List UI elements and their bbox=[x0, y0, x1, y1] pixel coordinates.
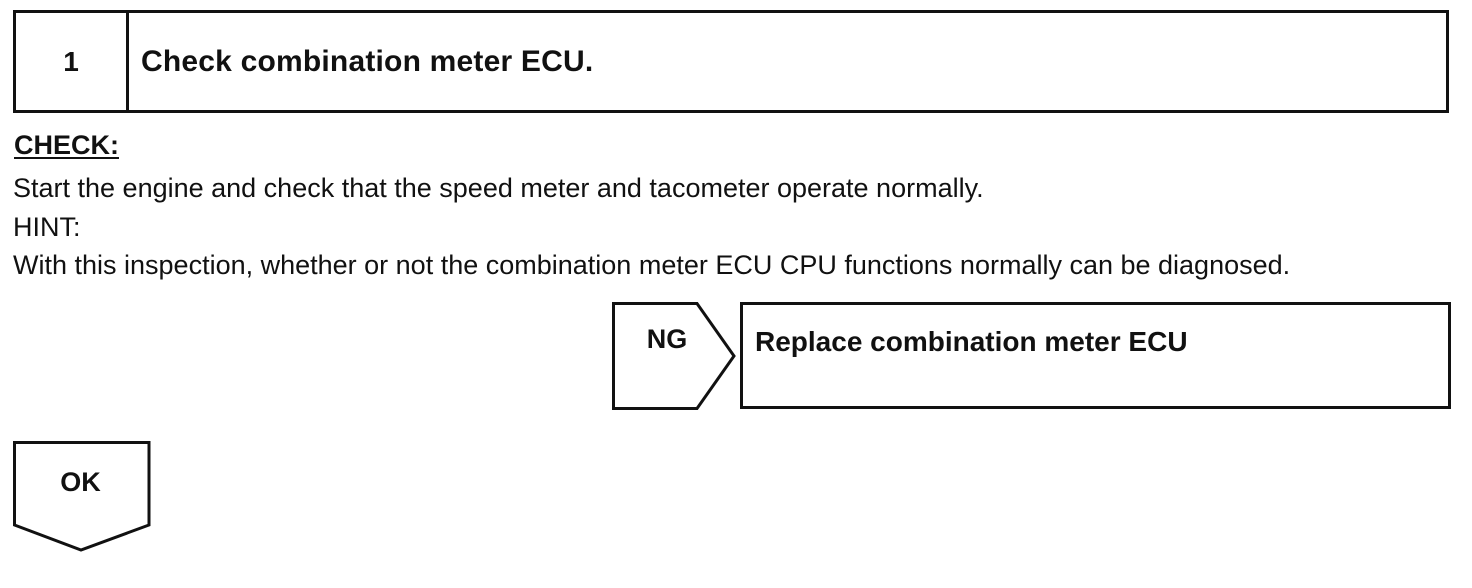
ok-branch-arrow: OK bbox=[13, 441, 153, 553]
ng-action-box: Replace combination meter ECU bbox=[740, 302, 1451, 409]
right-arrow-tag-icon bbox=[612, 302, 736, 410]
step-header-box: 1 Check combination meter ECU. bbox=[13, 10, 1449, 113]
check-instruction: Start the engine and check that the spee… bbox=[13, 173, 984, 203]
step-title: Check combination meter ECU. bbox=[141, 44, 594, 78]
ng-branch-arrow: NG bbox=[612, 302, 736, 410]
hint-label: HINT: bbox=[13, 212, 81, 242]
ng-action-text: Replace combination meter ECU bbox=[755, 326, 1188, 357]
ok-label: OK bbox=[60, 467, 101, 497]
hint-text: With this inspection, whether or not the… bbox=[13, 250, 1291, 280]
ng-label: NG bbox=[646, 324, 688, 354]
step-number: 1 bbox=[16, 13, 129, 110]
down-arrow-tag-icon bbox=[13, 441, 151, 552]
check-heading: CHECK: bbox=[14, 130, 119, 160]
